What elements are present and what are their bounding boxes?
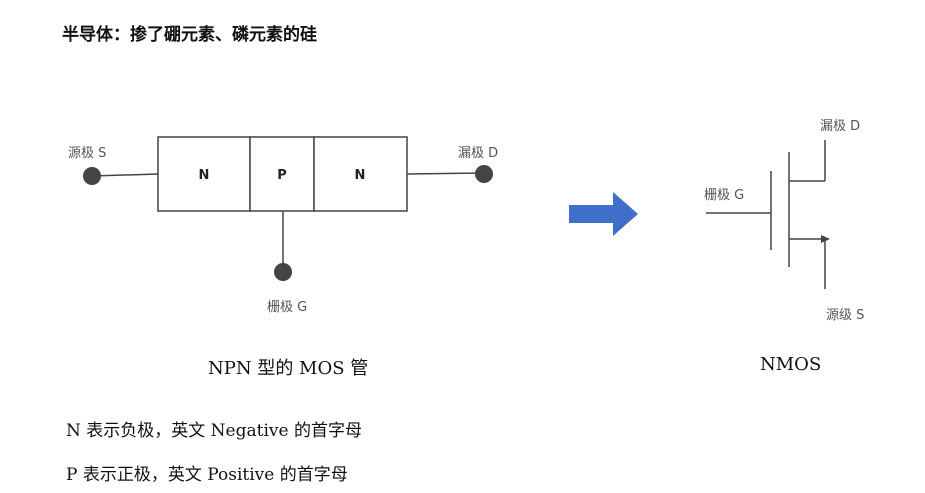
npn-drain-label: 漏极 D xyxy=(458,146,499,161)
nmos-source-label: 源级 S xyxy=(826,308,865,323)
note-negative: N 表示负极，英文 Negative 的首字母 xyxy=(66,421,362,441)
gate-terminal xyxy=(274,263,292,281)
segment-n-right xyxy=(313,136,408,212)
source-lead xyxy=(91,173,159,177)
npn-source-label: 源极 S xyxy=(68,146,107,161)
right-arrow-icon xyxy=(569,192,638,236)
segment-label: N xyxy=(355,168,366,183)
nmos-drain-label: 漏极 D xyxy=(820,119,861,134)
drain-lead xyxy=(406,172,485,175)
nmos-gate-label: 栅极 G xyxy=(704,188,745,203)
npn-caption: NPN 型的 MOS 管 xyxy=(208,358,369,379)
drain-terminal xyxy=(475,165,493,183)
segment-label: P xyxy=(277,168,287,183)
segment-n-left xyxy=(157,136,251,212)
nmos-caption: NMOS xyxy=(760,354,822,375)
note-positive: P 表示正极，英文 Positive 的首字母 xyxy=(66,465,348,485)
source-terminal xyxy=(83,167,101,185)
page-title: 半导体：掺了硼元素、磷元素的硅 xyxy=(62,25,317,45)
npn-gate-label: 栅极 G xyxy=(267,300,308,315)
segment-label: N xyxy=(199,168,210,183)
